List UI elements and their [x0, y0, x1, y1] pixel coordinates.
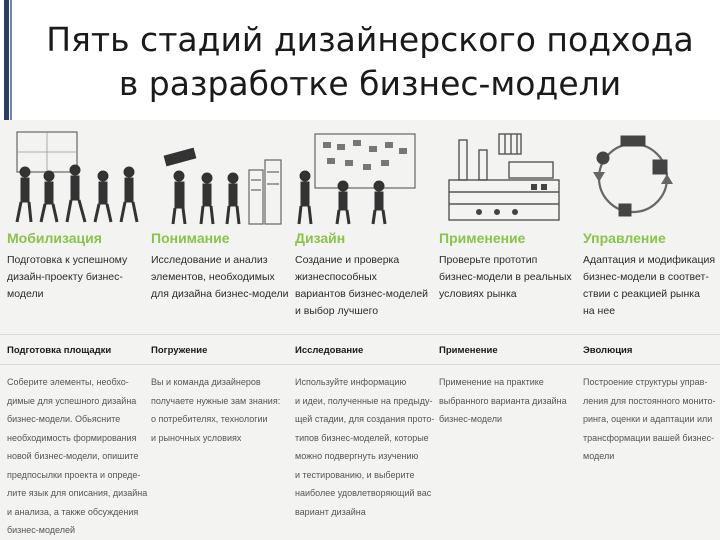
body-line: модели [583, 451, 615, 461]
stage-mobilization: Мобилизация Подготовка к успешному дизай… [7, 120, 149, 540]
body-line: типов бизнес-моделей, которые [295, 432, 429, 443]
stage-subheading: Исследование [295, 345, 364, 356]
stage-description: Создание и проверка жизнеспособных вариа… [295, 252, 435, 320]
slide-title-line2: в разработке бизнес-модели [118, 64, 622, 103]
slide-title-line1: Пять стадий дизайнерского подхода [46, 20, 694, 59]
stage-description: Адаптация и модификация бизнес-модели в … [583, 252, 720, 320]
body-line: бизнес-модели [439, 414, 503, 424]
desc-line: бизнес-модели в реальных [439, 271, 572, 283]
body-line: Соберите элементы, необхо- [7, 377, 129, 387]
stage-design: Дизайн Создание и проверка жизнеспособны… [295, 120, 437, 540]
divider-line [0, 334, 720, 335]
stage-body-text: Соберите элементы, необхо- димые для усп… [7, 373, 147, 540]
body-line: Построение структуры управ- [583, 377, 708, 387]
stage-phase-title: Дизайн [295, 230, 346, 246]
stages-panel: Мобилизация Подготовка к успешному дизай… [0, 120, 720, 540]
desc-line: дизайн-проекту бизнес- [7, 271, 123, 283]
body-line: и рыночных условиях [151, 432, 242, 443]
divider-line [0, 364, 720, 365]
stage-description: Исследование и анализ элементов, необход… [151, 252, 291, 303]
stage-body-text: Построение структуры управ- ления для по… [583, 373, 720, 466]
stage-management: Управление Адаптация и модификация бизне… [583, 120, 720, 540]
stage-subheading: Применение [439, 345, 498, 356]
body-line: Используйте информацию [295, 377, 407, 387]
body-line: новой бизнес-модели, опишите [7, 451, 139, 461]
whiteboard-icon [297, 133, 416, 225]
body-line: ления для постоянного монито- [583, 395, 716, 406]
stage-description: Подготовка к успешному дизайн-проекту би… [7, 252, 147, 303]
stage-subheading: Погружение [151, 345, 208, 356]
stage-body-text: Применение на практике выбранного вариан… [439, 373, 579, 429]
stage-body-text: Вы и команда дизайнеров получаете нужные… [151, 373, 291, 447]
body-line: Вы и команда дизайнеров [151, 377, 261, 387]
body-line: ринга, оценки и адаптации или [583, 414, 713, 424]
body-line: предпосылки проекта и опреде- [7, 469, 141, 480]
body-line: можно подвергнуть изучению [295, 451, 419, 461]
desc-line: ствии с реакцией рынка [583, 288, 700, 300]
people-walking-icon [15, 131, 139, 223]
body-line: щей стадии, для создания прото- [295, 414, 435, 424]
stage-phase-title: Управление [583, 230, 666, 246]
body-line: лите язык для описания, дизайна [7, 488, 148, 498]
desc-line: жизнеспособных [295, 271, 377, 283]
telescope-icon [163, 147, 282, 225]
stage-subheading: Эволюция [583, 345, 633, 356]
desc-line: бизнес-модели в соответ- [583, 271, 709, 283]
body-line: выбранного варианта дизайна [439, 395, 567, 406]
cycle-icon [593, 135, 673, 217]
body-line: димые для успешного дизайна [7, 395, 137, 406]
desc-line: и выбор лучшего [295, 305, 379, 317]
slide-title: Пять стадий дизайнерского подхода в разр… [20, 18, 720, 106]
body-line: необходимость формирования [7, 432, 137, 443]
stage-phase-title: Мобилизация [7, 230, 102, 246]
desc-line: Адаптация и модификация [583, 254, 716, 266]
desc-line: модели [7, 288, 44, 300]
desc-line: Проверьте прототип [439, 254, 538, 266]
desc-line: условиях рынка [439, 288, 517, 300]
body-line: и тестированию, и выберите [295, 469, 415, 480]
body-line: наиболее удовлетворяющий вас [295, 488, 432, 498]
desc-line: Подготовка к успешному [7, 254, 128, 266]
desc-line: вариантов бизнес-моделей [295, 288, 429, 300]
stage-understanding: Понимание Исследование и анализ элементо… [151, 120, 293, 540]
stage-implementation: Применение Проверьте прототип бизнес-мод… [439, 120, 581, 540]
factory-icon [448, 133, 560, 221]
body-line: бизнес-модели. Обьясните [7, 414, 121, 424]
body-line: Применение на практике [439, 377, 544, 387]
desc-line: Создание и проверка [295, 254, 400, 266]
stage-phase-title: Применение [439, 230, 526, 246]
stage-body-text: Используйте информацию и идеи, полученны… [295, 373, 435, 521]
desc-line: Исследование и анализ [151, 254, 268, 266]
body-line: и идеи, полученные на предыду- [295, 395, 433, 406]
body-line: получаете нужные зам знания: [151, 395, 281, 406]
body-line: и анализа, а также обсуждения [7, 506, 139, 517]
stage-subheading: Подготовка площадки [7, 345, 112, 356]
body-line: вариант дизайна [295, 506, 366, 517]
stage-description: Проверьте прототип бизнес-модели в реаль… [439, 252, 579, 303]
desc-line: для дизайна бизнес-модели [151, 288, 289, 300]
desc-line: элементов, необходимых [151, 271, 275, 283]
desc-line: на нее [583, 305, 616, 317]
stage-phase-title: Понимание [151, 230, 230, 246]
body-line: о потребителях, технологии [151, 414, 268, 424]
body-line: бизнес-моделей [7, 525, 76, 535]
body-line: трансформации вашей бизнес- [583, 432, 715, 443]
